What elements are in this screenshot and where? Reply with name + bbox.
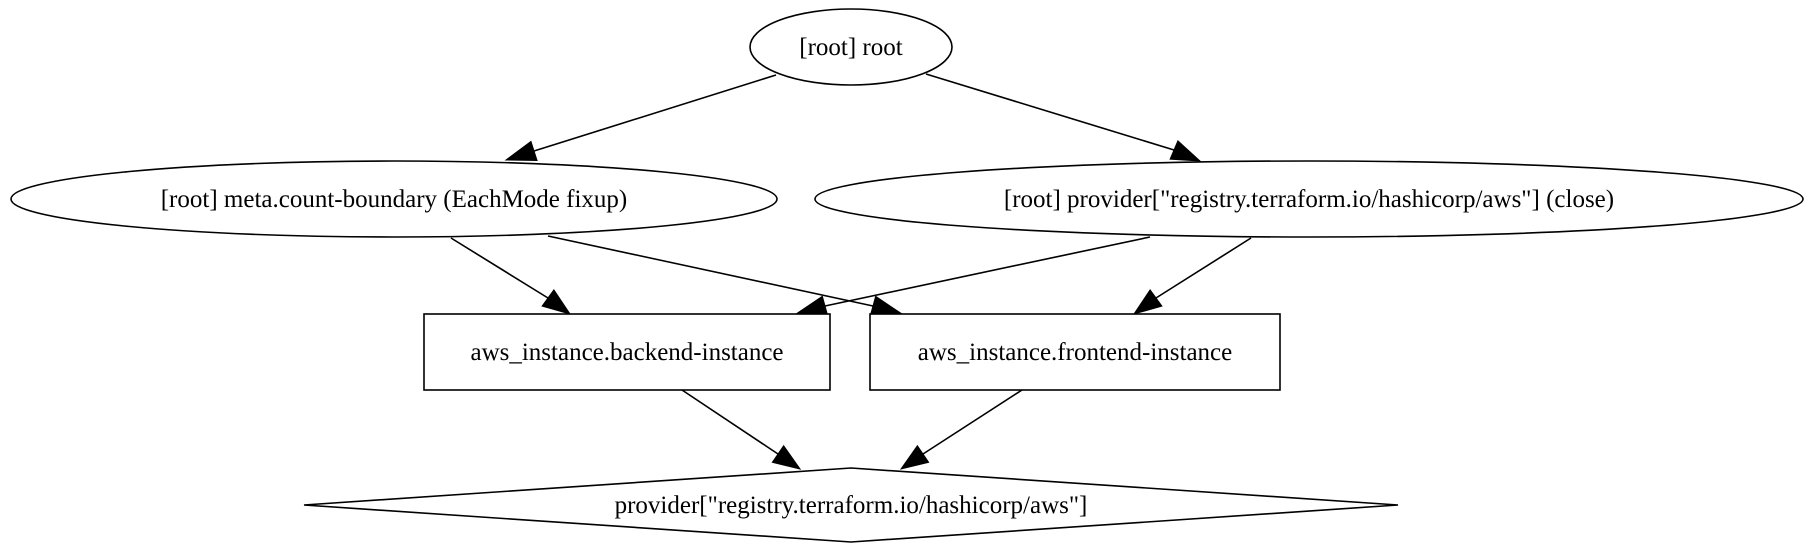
node-shape-ellipse [749, 8, 953, 86]
edge-line [925, 73, 1175, 151]
node-provider-close: [root] provider["registry.terraform.io/h… [814, 160, 1804, 238]
arrowhead [504, 140, 538, 162]
arrowhead [1169, 139, 1202, 162]
edge-line [1155, 237, 1252, 299]
arrowhead [541, 289, 572, 315]
node-label: aws_instance.frontend-instance [918, 339, 1232, 366]
node-label: [root] root [799, 34, 902, 61]
edge-line [824, 236, 1151, 307]
edge-line [922, 389, 1023, 455]
edge-line [533, 74, 777, 152]
node-label: [root] meta.count-boundary (EachMode fix… [161, 186, 628, 213]
node-shape-ellipse [814, 160, 1804, 238]
edge-frontend-to-provider [899, 389, 1023, 470]
edge-provider_close-to-backend [794, 236, 1151, 317]
arrowhead [869, 295, 904, 317]
node-frontend: aws_instance.frontend-instance [869, 313, 1281, 391]
edge-count_boundary-to-frontend [547, 235, 904, 317]
edge-root-to-count_boundary [504, 74, 777, 162]
node-shape-ellipse [10, 160, 778, 238]
arrowhead [899, 444, 930, 470]
edge-backend-to-provider [681, 389, 802, 470]
edge-count_boundary-to-backend [450, 237, 572, 315]
node-backend: aws_instance.backend-instance [423, 313, 831, 391]
node-provider: provider["registry.terraform.io/hashicor… [303, 467, 1399, 543]
node-shape-box [423, 313, 831, 391]
node-count-boundary: [root] meta.count-boundary (EachMode fix… [10, 160, 778, 238]
node-shape-box [869, 313, 1281, 391]
edge-provider_close-to-frontend [1132, 237, 1252, 315]
node-shape-diamond [303, 467, 1399, 543]
edges-layer [450, 73, 1252, 470]
edge-line [681, 389, 779, 455]
node-label: [root] provider["registry.terraform.io/h… [1004, 186, 1614, 213]
nodes-layer: [root] root [root] meta.count-boundary (E… [10, 8, 1804, 543]
node-root: [root] root [749, 8, 953, 86]
arrowhead [771, 444, 802, 470]
arrowhead [1132, 289, 1163, 315]
edge-line [450, 237, 549, 299]
node-label: aws_instance.backend-instance [470, 339, 783, 366]
arrowhead [794, 295, 829, 317]
node-label: provider["registry.terraform.io/hashicor… [615, 492, 1088, 519]
edge-root-to-provider_close [925, 73, 1202, 162]
edge-line [547, 235, 874, 307]
